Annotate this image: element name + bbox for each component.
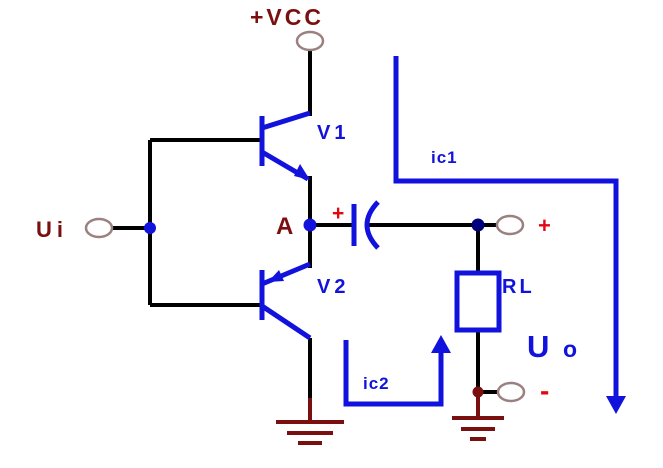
capacitor-plus-label: + [332, 202, 344, 225]
v2-transistor-symbol [259, 261, 312, 341]
output-minus-label: - [540, 375, 549, 406]
ground-symbol-right [452, 396, 504, 441]
input-label: Ui [36, 217, 68, 242]
node-output-bottom-dot [472, 386, 484, 398]
v1-transistor-symbol [259, 110, 311, 182]
terminal-vcc [295, 30, 325, 52]
capacitor-curved-plate [364, 200, 380, 250]
terminal-output-minus [496, 381, 526, 403]
v1-collector-line [261, 110, 311, 131]
node-input-dot [144, 222, 156, 234]
ground-symbol-center [276, 398, 344, 445]
v2-emitter-arrow-icon [268, 270, 284, 282]
ic2-arrowhead-icon [431, 335, 451, 353]
node-output-top-dot [471, 218, 485, 232]
rl-resistor-symbol [454, 270, 502, 333]
uo-label-o: o [563, 336, 577, 362]
node-a-dot [303, 218, 317, 232]
output-plus-label: + [538, 213, 551, 238]
rl-label: RL [502, 276, 535, 298]
vcc-label: +VCC [250, 4, 324, 30]
uo-label-u: U [527, 329, 549, 364]
ic1-current-path [393, 56, 619, 400]
v2-collector-line [260, 303, 312, 341]
ic1-arrowhead-icon [606, 396, 626, 414]
v2-label: V2 [317, 276, 349, 298]
v1-emitter-arrow-icon [294, 164, 310, 180]
terminal-output-plus [495, 214, 525, 236]
node-a-label: A [276, 213, 293, 240]
ic2-current-path [343, 340, 444, 407]
ic1-label: ic1 [431, 148, 458, 167]
ic2-label: ic2 [363, 374, 390, 393]
terminal-input [84, 217, 114, 239]
v1-label: V1 [317, 122, 349, 144]
capacitor-symbol [351, 200, 380, 250]
